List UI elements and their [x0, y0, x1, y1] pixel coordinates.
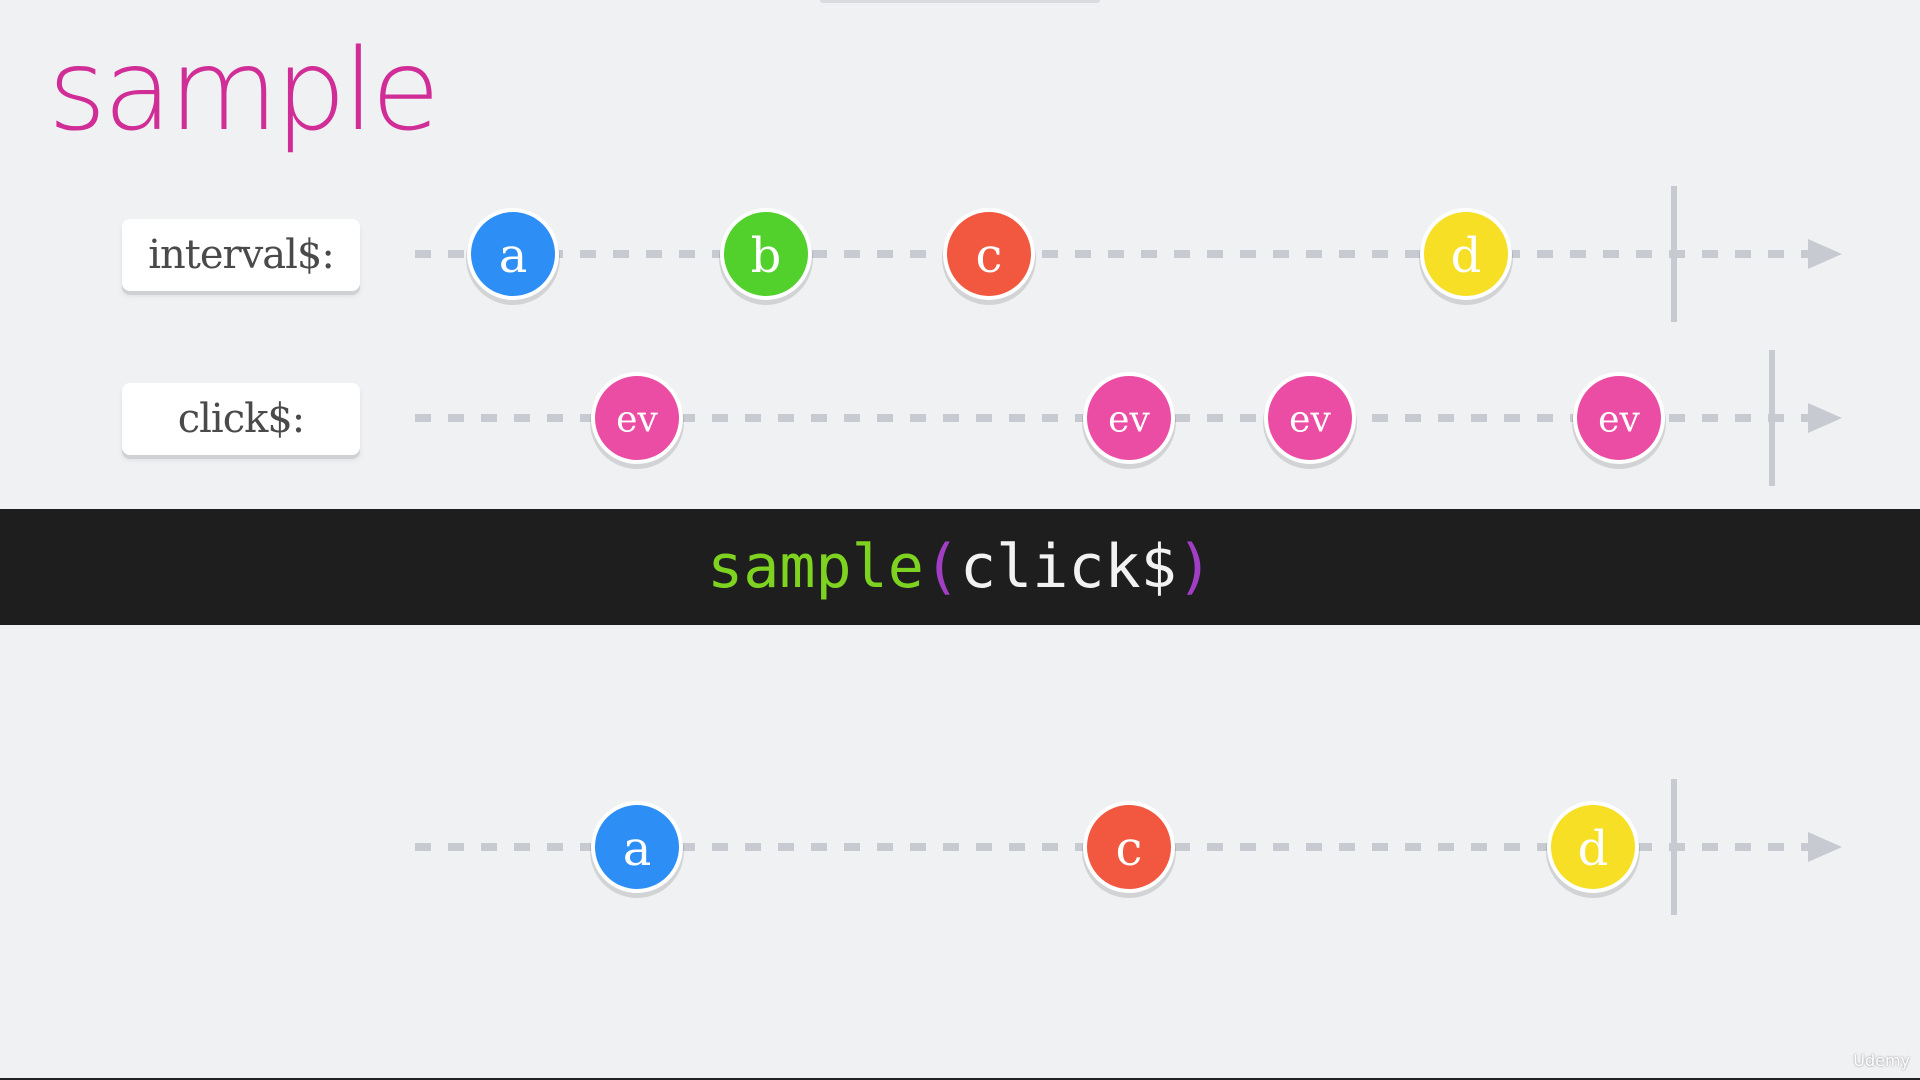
- udemy-watermark: Udemy: [1853, 1051, 1910, 1070]
- marble-label-interval-1: a: [499, 228, 528, 284]
- operator-close-paren: ): [1176, 532, 1213, 602]
- marble-label-interval-3: c: [976, 228, 1003, 284]
- bottom-bar: [0, 1078, 1920, 1080]
- marble-label-output-2: c: [1116, 821, 1143, 877]
- marble-label-interval-2: b: [751, 228, 782, 284]
- marble-label-click-1: ev: [616, 400, 658, 441]
- timeline-arrow-output: [1808, 832, 1842, 862]
- marble-interval-1: [467, 208, 559, 300]
- timeline-arrow-interval: [1808, 239, 1842, 269]
- operator-argument: click$: [960, 532, 1177, 602]
- marble-click-1: [591, 372, 683, 464]
- marble-label-output-1: a: [623, 821, 652, 877]
- operator-name: sample: [707, 532, 924, 602]
- marble-output-1: [591, 801, 683, 893]
- top-tab: [820, 0, 1100, 3]
- marble-click-2: [1083, 372, 1175, 464]
- marble-label-output-3: d: [1578, 821, 1609, 877]
- operator-open-paren: (: [923, 532, 960, 602]
- stream-label-click: click$:: [122, 383, 360, 455]
- marble-label-interval-4: d: [1451, 228, 1482, 284]
- stream-label-interval: interval$:: [122, 219, 360, 291]
- marble-click-4: [1573, 372, 1665, 464]
- marble-interval-2: [720, 208, 812, 300]
- marble-interval-4: [1420, 208, 1512, 300]
- slide-title: sample: [48, 26, 440, 156]
- marble-output-2: [1083, 801, 1175, 893]
- marble-label-click-2: ev: [1108, 400, 1150, 441]
- marble-click-3: [1264, 372, 1356, 464]
- operator-band: sample(click$): [0, 509, 1920, 625]
- timeline-arrow-click: [1808, 403, 1842, 433]
- marble-output-3: [1547, 801, 1639, 893]
- marble-interval-3: [943, 208, 1035, 300]
- marble-label-click-3: ev: [1289, 400, 1331, 441]
- marble-label-click-4: ev: [1598, 400, 1640, 441]
